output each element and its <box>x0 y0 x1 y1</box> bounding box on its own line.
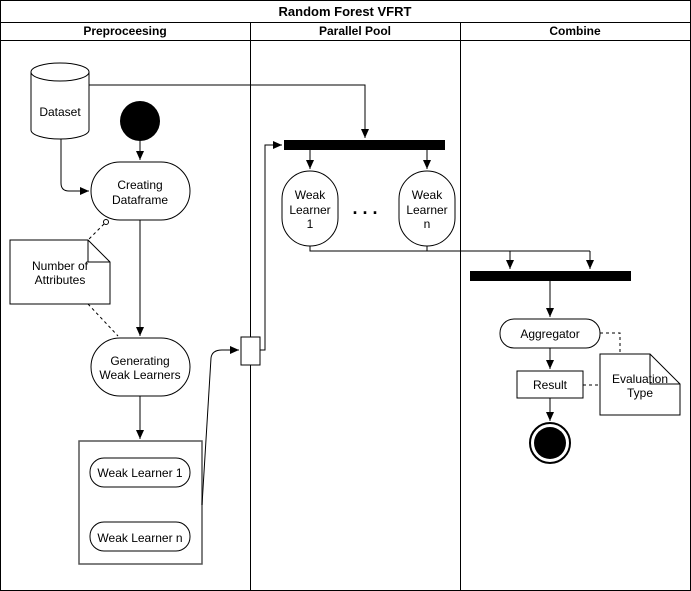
diagram-title: Random Forest VFRT <box>279 4 412 19</box>
edge-dataset-to-dataframe <box>60 139 89 195</box>
creating-dataframe-label-2: Dataframe <box>112 193 168 207</box>
flow-edges <box>60 84 594 506</box>
evaluation-type-label-1: Evaluation <box>612 372 668 386</box>
note-link-generating <box>87 303 119 337</box>
weak-learner-n-item-label: Weak Learner n <box>97 531 182 545</box>
pool-weak-learner-1: Weak Learner 1 <box>281 170 339 247</box>
dataset-node: Dataset <box>30 62 90 140</box>
evaluation-type-label-2: Type <box>627 386 653 400</box>
ellipsis: . . . <box>352 198 377 218</box>
pool-weak-learner-n: Weak Learner n <box>398 170 456 247</box>
lane-title-preprocessing: Preproceesing <box>83 24 166 38</box>
start-node <box>120 101 160 141</box>
lane-title-combine: Combine <box>549 24 601 38</box>
generating-weak-learners-label-1: Generating <box>110 354 169 368</box>
pin-node <box>240 336 261 366</box>
lane-title-parallel-pool: Parallel Pool <box>319 24 391 38</box>
pool-weak-learner-1-label-3: 1 <box>307 217 314 231</box>
number-of-attributes-note: Number of Attributes <box>9 239 111 305</box>
note-anchor <box>103 219 109 225</box>
evaluation-type-note: Evaluation Type <box>599 353 681 416</box>
number-of-attributes-label-1: Number of <box>32 259 89 273</box>
generating-weak-learners-label-2: Weak Learners <box>99 368 180 382</box>
weak-learner-1-item-label: Weak Learner 1 <box>97 466 182 480</box>
edge-learners-to-join <box>309 246 590 252</box>
result-node: Result <box>516 370 584 399</box>
aggregator-label: Aggregator <box>520 327 579 341</box>
generating-weak-learners-node: Generating Weak Learners <box>90 337 191 397</box>
weak-learner-collection: Weak Learner 1 Weak Learner n <box>78 440 203 565</box>
creating-dataframe-node: Creating Dataframe <box>90 161 191 221</box>
creating-dataframe-label-1: Creating <box>117 178 162 192</box>
join-bar <box>470 271 631 281</box>
pool-weak-learner-n-label-2: Learner <box>406 203 447 217</box>
fork-bar <box>284 140 445 150</box>
end-node <box>529 422 571 464</box>
edge-dataset-to-fork <box>89 84 369 138</box>
note-link-aggregator <box>600 332 621 354</box>
edge-pin-to-fork <box>260 141 282 351</box>
pool-weak-learner-n-label-1: Weak <box>412 188 443 202</box>
pool-weak-learner-1-label-2: Learner <box>289 203 330 217</box>
number-of-attributes-label-2: Attributes <box>35 273 86 287</box>
pool-weak-learner-n-label-3: n <box>424 217 431 231</box>
edge-collection-to-pin <box>201 346 239 506</box>
dataset-label: Dataset <box>39 105 81 119</box>
aggregator-node: Aggregator <box>499 318 601 349</box>
result-label: Result <box>533 378 568 392</box>
pool-weak-learner-1-label-1: Weak <box>295 188 326 202</box>
note-link-dataframe <box>87 223 105 241</box>
